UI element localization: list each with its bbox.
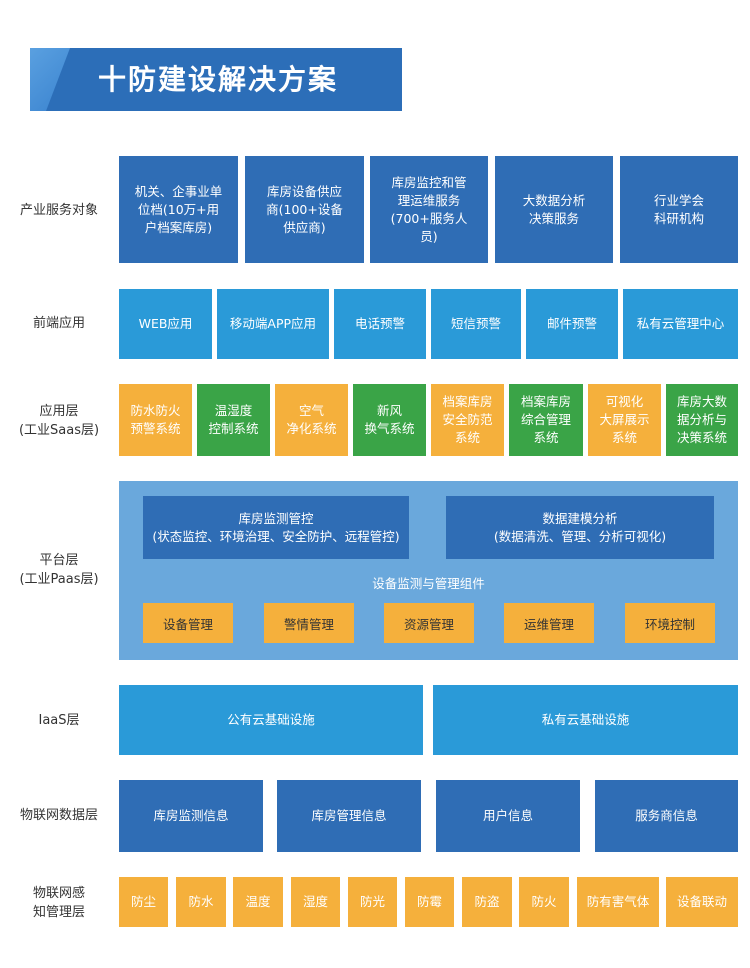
service-target-box: 库房监控和管 理运维服务 (700+服务人 员) [370, 156, 488, 263]
frontend-app-box: 电话预警 [334, 289, 426, 359]
service-target-box: 大数据分析 决策服务 [495, 156, 613, 263]
sensing-item-box: 防霉 [405, 877, 454, 927]
sensing-item-box: 防火 [519, 877, 569, 927]
platform-component-box: 环境控制 [625, 603, 715, 643]
application-system-box: 防水防火 预警系统 [119, 384, 192, 456]
iot-data-box: 服务商信息 [595, 780, 738, 852]
iot-data-box: 库房管理信息 [277, 780, 421, 852]
sensing-item-box: 防水 [176, 877, 226, 927]
application-system-box: 库房大数 据分析与 决策系统 [666, 384, 738, 456]
frontend-app-box: 移动端APP应用 [217, 289, 329, 359]
sensing-item-box: 防盗 [462, 877, 512, 927]
platform-component-caption: 设备监测与管理组件 [372, 576, 485, 591]
row-label-iaas: IaaS层 [38, 713, 80, 728]
row-label-iot-sensing: 物联网感 知管理层 [32, 886, 85, 920]
iaas-box: 公有云基础设施 [119, 685, 423, 755]
iaas-box: 私有云基础设施 [433, 685, 738, 755]
application-system-box: 新风 换气系统 [353, 384, 426, 456]
frontend-app-box: 短信预警 [431, 289, 521, 359]
service-target-box: 库房设备供应 商(100+设备 供应商) [245, 156, 364, 263]
platform-component-box: 警情管理 [264, 603, 354, 643]
application-system-box: 档案库房 安全防范 系统 [431, 384, 504, 456]
platform-component-box: 运维管理 [504, 603, 594, 643]
row-label-application: 应用层 (工业Saas层) [18, 404, 100, 438]
service-target-box: 机关、企事业单 位档(10万+用 户档案库房) [119, 156, 238, 263]
application-system-box: 档案库房 综合管理 系统 [509, 384, 583, 456]
application-system-box: 温湿度 控制系统 [197, 384, 270, 456]
sensing-item-box: 防光 [348, 877, 397, 927]
platform-modeling-box: 数据建模分析 (数据清洗、管理、分析可视化) [446, 496, 714, 559]
sensing-item-box: 设备联动 [666, 877, 738, 927]
page-title: 十防建设解决方案 [98, 63, 339, 96]
frontend-app-box: 邮件预警 [526, 289, 618, 359]
application-system-box: 空气 净化系统 [275, 384, 348, 456]
sensing-item-box: 湿度 [291, 877, 340, 927]
platform-component-box: 资源管理 [384, 603, 474, 643]
frontend-app-box: 私有云管理中心 [623, 289, 738, 359]
platform-component-box: 设备管理 [143, 603, 233, 643]
frontend-app-box: WEB应用 [119, 289, 212, 359]
row-label-service-targets: 产业服务对象 [19, 203, 98, 218]
platform-monitor-box: 库房监测管控 (状态监控、环境治理、安全防护、远程管控) [143, 496, 409, 559]
application-system-box: 可视化 大屏展示 系统 [588, 384, 661, 456]
row-label-iot-data: 物联网数据层 [19, 808, 98, 823]
sensing-item-box: 温度 [233, 877, 283, 927]
iot-data-box: 用户信息 [436, 780, 580, 852]
title-banner [30, 48, 402, 111]
iot-data-box: 库房监测信息 [119, 780, 263, 852]
row-label-frontend: 前端应用 [32, 316, 85, 331]
sensing-item-box: 防有害气体 [577, 877, 659, 927]
row-label-platform: 平台层 (工业Paas层) [19, 553, 99, 587]
service-target-box: 行业学会 科研机构 [620, 156, 738, 263]
sensing-item-box: 防尘 [119, 877, 168, 927]
